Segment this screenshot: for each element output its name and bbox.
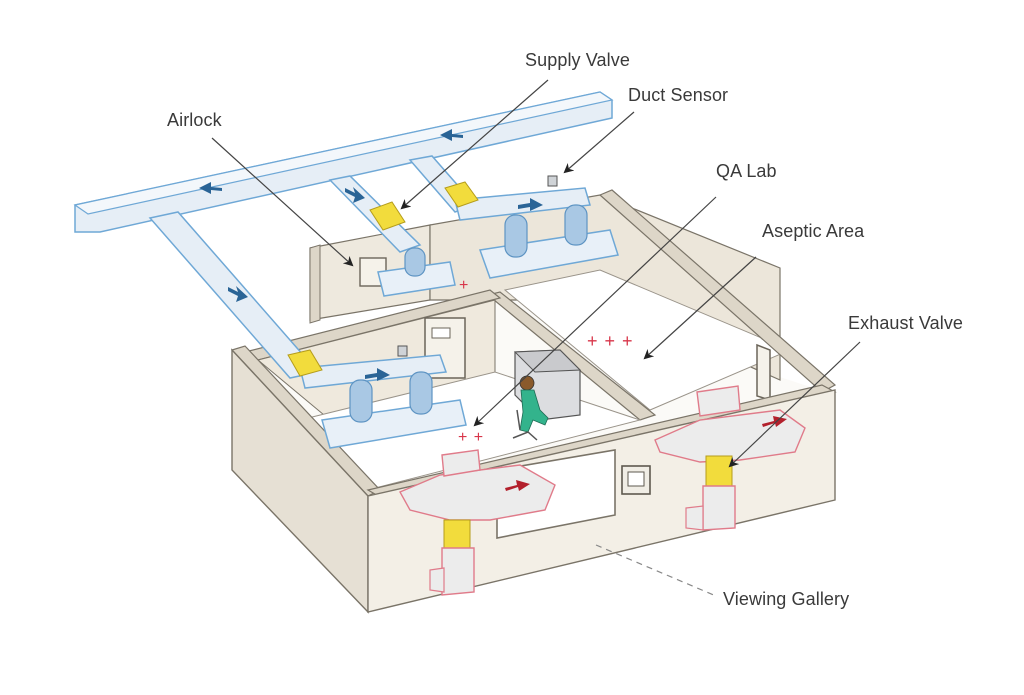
- leader-airlock: [211, 137, 354, 267]
- leader-aseptic-area: [643, 256, 757, 360]
- exhaust-valve: [705, 455, 733, 487]
- airlock-diffuser: [377, 261, 456, 297]
- flow-arrow-icon: [762, 416, 787, 427]
- exhaust-ductwork: [399, 385, 806, 596]
- right-wall-top: [598, 189, 837, 393]
- exhaust-duct-drop: [441, 547, 475, 596]
- duct-sensor-icon: [397, 345, 408, 357]
- leader-exhaust-valve: [728, 341, 861, 468]
- leader-supply-valve: [400, 79, 549, 210]
- flex-connector: [409, 371, 433, 415]
- flow-arrow-icon: [345, 187, 365, 203]
- technician-chair: [512, 409, 538, 441]
- leader-lines: [211, 79, 861, 597]
- leader-duct-sensor: [563, 111, 635, 174]
- flow-arrow-icon: [199, 182, 222, 194]
- supply-valve: [287, 349, 323, 377]
- exhaust-duct-riser: [441, 449, 481, 477]
- technician-workstation: [512, 349, 582, 441]
- pass-through-window: [627, 471, 645, 487]
- pressure-marker-qa-lab: + +: [458, 429, 484, 446]
- exhaust-duct-riser-right: [696, 385, 741, 417]
- exhaust-duct-drop-right: [702, 485, 736, 531]
- label-duct-sensor: Duct Sensor: [628, 85, 729, 105]
- flow-arrow-icon: [365, 368, 390, 381]
- flow-arrow-icon: [518, 198, 543, 211]
- label-supply-valve: Supply Valve: [525, 50, 630, 70]
- qa-supply-header: [299, 354, 448, 389]
- label-qa-lab: QA Lab: [716, 161, 777, 181]
- leader-qa-lab: [473, 196, 717, 427]
- technician-head: [519, 375, 535, 391]
- label-airlock: Airlock: [167, 110, 222, 130]
- qa-door-window: [431, 327, 451, 339]
- duct-sensor-icon: [547, 175, 558, 187]
- supply-valve: [369, 201, 406, 231]
- label-exhaust-valve: Exhaust Valve: [848, 313, 964, 333]
- flow-arrow-icon: [440, 129, 463, 141]
- pressure-marker-aseptic: + + +: [587, 331, 634, 351]
- flex-connector: [349, 379, 373, 423]
- laminar-hood-top: [513, 349, 582, 373]
- supply-flow-arrows: [199, 129, 543, 381]
- flow-arrow-icon: [228, 286, 248, 302]
- label-aseptic-area: Aseptic Area: [762, 221, 865, 241]
- supply-valve: [444, 181, 479, 208]
- exhaust-duct-foot: [429, 567, 445, 593]
- pressure-marker-airlock: +: [459, 277, 468, 294]
- exhaust-valve: [443, 519, 471, 549]
- exhaust-duct-foot-right: [685, 505, 704, 531]
- pressure-markers: + + + + + +: [458, 277, 634, 446]
- supply-ductwork: [73, 91, 619, 449]
- technician-body: [519, 389, 549, 433]
- flex-connector: [564, 204, 588, 246]
- aseptic-side-door: [756, 343, 771, 402]
- flex-connector: [404, 247, 426, 277]
- partition-airlock: [309, 244, 321, 324]
- aseptic-supply-header: [454, 187, 591, 221]
- exhaust-flow-arrows: [505, 416, 787, 491]
- flex-connector: [504, 214, 528, 258]
- label-viewing-gallery: Viewing Gallery: [723, 589, 850, 609]
- partition-mid: [486, 291, 657, 421]
- flow-arrow-icon: [505, 480, 530, 491]
